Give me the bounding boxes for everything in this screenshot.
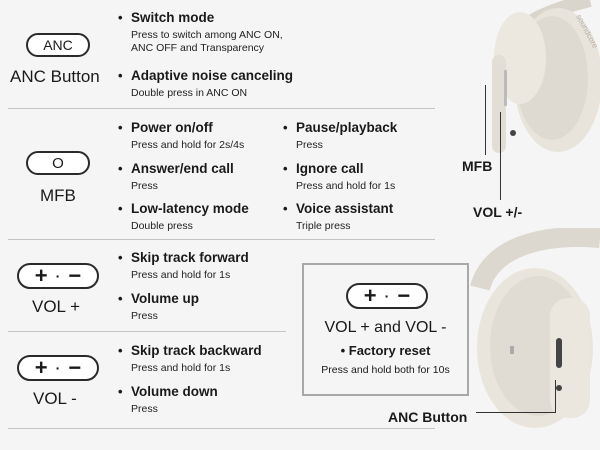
anc-callout-line — [476, 412, 556, 413]
mfb-label: MFB — [40, 186, 76, 205]
mfb-item-ignore: •Ignore call Press and hold for 1s — [283, 161, 396, 192]
plus-icon: + — [34, 263, 48, 288]
mfb-item-answer: •Answer/end call Press — [118, 161, 234, 192]
divider — [8, 108, 435, 109]
vol-minus-button-graphic: + · − — [17, 355, 99, 381]
dot-icon: · — [384, 288, 390, 304]
vol-minus-item-volume-down: •Volume down Press — [118, 384, 218, 415]
dot-icon: · — [55, 268, 61, 284]
vol-plus-label: VOL + — [32, 297, 81, 316]
vol-callout: VOL +/- — [473, 204, 523, 220]
vol-callout-line — [500, 112, 501, 200]
minus-icon: − — [68, 263, 82, 288]
vol-plus-button-graphic: + · − — [17, 263, 99, 289]
divider — [8, 428, 435, 429]
mfb-callout: MFB — [462, 158, 493, 174]
mfb-item-pause: •Pause/playback Press — [283, 120, 398, 151]
mfb-item-voice: •Voice assistant Triple press — [283, 201, 394, 232]
divider — [8, 239, 435, 240]
anc-item-switch-mode: •Switch mode Press to switch among ANC O… — [118, 10, 283, 54]
vol-combo-button-graphic: + · − — [346, 283, 428, 309]
anc-button-text: ANC — [43, 37, 73, 53]
anc-callout-line-vertical — [555, 380, 556, 413]
factory-reset-box: + · − VOL + and VOL - • Factory reset Pr… — [302, 263, 469, 396]
vol-minus-item-skip-backward: •Skip track backward Press and hold for … — [118, 343, 262, 374]
anc-item-adaptive: •Adaptive noise canceling Double press i… — [118, 68, 294, 99]
mfb-button-graphic: O — [26, 151, 90, 175]
mfb-button-text: O — [52, 154, 64, 172]
divider — [8, 331, 286, 332]
minus-icon: − — [68, 355, 82, 380]
plus-icon: + — [34, 355, 48, 380]
factory-reset-title: • Factory reset — [340, 343, 431, 358]
anc-callout: ANC Button — [388, 409, 468, 425]
minus-icon: − — [397, 283, 411, 308]
vol-plus-item-skip-forward: •Skip track forward Press and hold for 1… — [118, 250, 249, 281]
headphone-side-image: soundcore — [492, 0, 600, 153]
mfb-item-latency: •Low-latency mode Double press — [118, 201, 249, 232]
vol-minus-label: VOL - — [33, 389, 77, 408]
headphone-front-image — [470, 228, 600, 428]
dot-icon: · — [55, 360, 61, 376]
plus-icon: + — [363, 283, 377, 308]
factory-reset-desc: Press and hold both for 10s — [321, 364, 450, 376]
factory-reset-label: VOL + and VOL - — [324, 319, 447, 336]
vol-plus-item-volume-up: •Volume up Press — [118, 291, 200, 322]
anc-button-graphic: ANC — [26, 33, 90, 57]
item-title: Adaptive noise canceling — [131, 68, 294, 83]
item-title: Switch mode — [131, 10, 215, 25]
anc-button-label: ANC Button — [10, 67, 100, 86]
mfb-item-power: •Power on/off Press and hold for 2s/4s — [118, 120, 245, 151]
mfb-callout-line — [485, 85, 486, 155]
